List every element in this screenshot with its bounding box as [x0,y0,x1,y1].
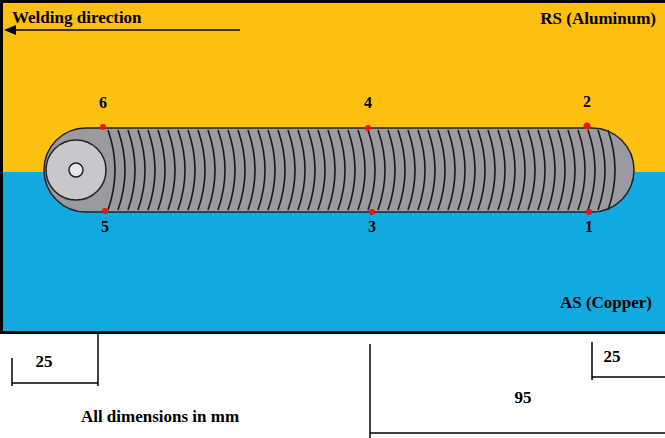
ripple-stroke [208,130,215,210]
ripple-stroke [428,130,435,210]
ripple-stroke [338,130,345,210]
ripple-stroke [168,130,175,210]
ripple-stroke [178,130,185,210]
ripple-stroke [128,130,135,210]
extension-line [11,358,13,386]
measure-point [584,123,591,130]
ripple-stroke [228,130,235,210]
ripple-stroke [188,130,195,210]
dimension-line [370,432,665,434]
callout-number: 2 [583,93,591,111]
ripple-stroke [258,130,265,210]
ripple-stroke [548,130,555,210]
extension-line [97,334,99,386]
callout-number: 5 [101,218,109,236]
callout-number: 6 [99,94,107,112]
measure-point [100,124,106,130]
ripple-stroke [408,130,415,210]
ripple-stroke [238,130,245,210]
ripple-stroke [248,130,255,210]
ripple-stroke [598,130,605,210]
material-label: AS (Copper) [560,294,652,313]
weld-bead [44,128,634,212]
ripple-stroke [558,130,565,210]
weld-ripples [108,130,615,210]
tool-shoulder [46,140,106,200]
material-label: RS (Aluminum) [540,10,656,29]
measure-point [102,208,108,214]
note: All dimensions in mm [81,408,239,427]
ripple-stroke [498,130,505,210]
dimension-lines [12,334,665,438]
ripple-stroke [518,130,525,210]
ripple-stroke [318,130,325,210]
measure-point [369,209,375,215]
extension-line [591,342,593,380]
dimension-value: 25 [604,348,621,367]
ripple-stroke [488,130,495,210]
tool-pin [69,163,83,177]
ripple-stroke [478,130,485,210]
ripple-stroke [278,130,285,210]
callout-number: 1 [585,218,593,236]
ripple-stroke [138,130,145,210]
ripple-stroke [348,130,355,210]
dimension-line [592,376,665,378]
ripple-stroke [468,130,475,210]
ripple-stroke [538,130,545,210]
ripple-stroke [218,130,225,210]
ripple-stroke [378,130,385,210]
measure-point [586,209,592,215]
ripple-stroke [118,130,125,210]
callout-number: 3 [368,218,376,236]
ripple-stroke [268,130,275,210]
dimension-value: 25 [36,353,53,372]
measure-point [365,125,371,131]
ripple-stroke [308,130,315,210]
ripple-stroke [158,130,165,210]
ripple-stroke [328,130,335,210]
dimension-value: 95 [515,389,532,408]
ripple-stroke [448,130,455,210]
ripple-stroke [418,130,425,210]
ripple-stroke [578,130,585,210]
direction-label: Welding direction [12,9,142,28]
ripple-stroke [388,130,395,210]
extension-line [369,344,371,438]
ripple-stroke [398,130,405,210]
dimension-line [12,382,98,384]
ripple-stroke [528,130,535,210]
plate-border [2,2,665,333]
ripple-stroke [288,130,295,210]
ripple-stroke [508,130,515,210]
ripple-stroke [198,130,205,210]
direction-arrow [10,29,240,31]
ripple-stroke [148,130,155,210]
ripple-stroke [458,130,465,210]
ripple-stroke [588,130,595,210]
ripple-stroke [438,130,445,210]
ripple-stroke [608,130,615,210]
ripple-stroke [108,130,115,210]
ripple-stroke [568,130,575,210]
callout-number: 4 [364,94,372,112]
ripple-stroke [368,130,375,210]
ripple-stroke [358,130,365,210]
ripple-stroke [298,130,305,210]
